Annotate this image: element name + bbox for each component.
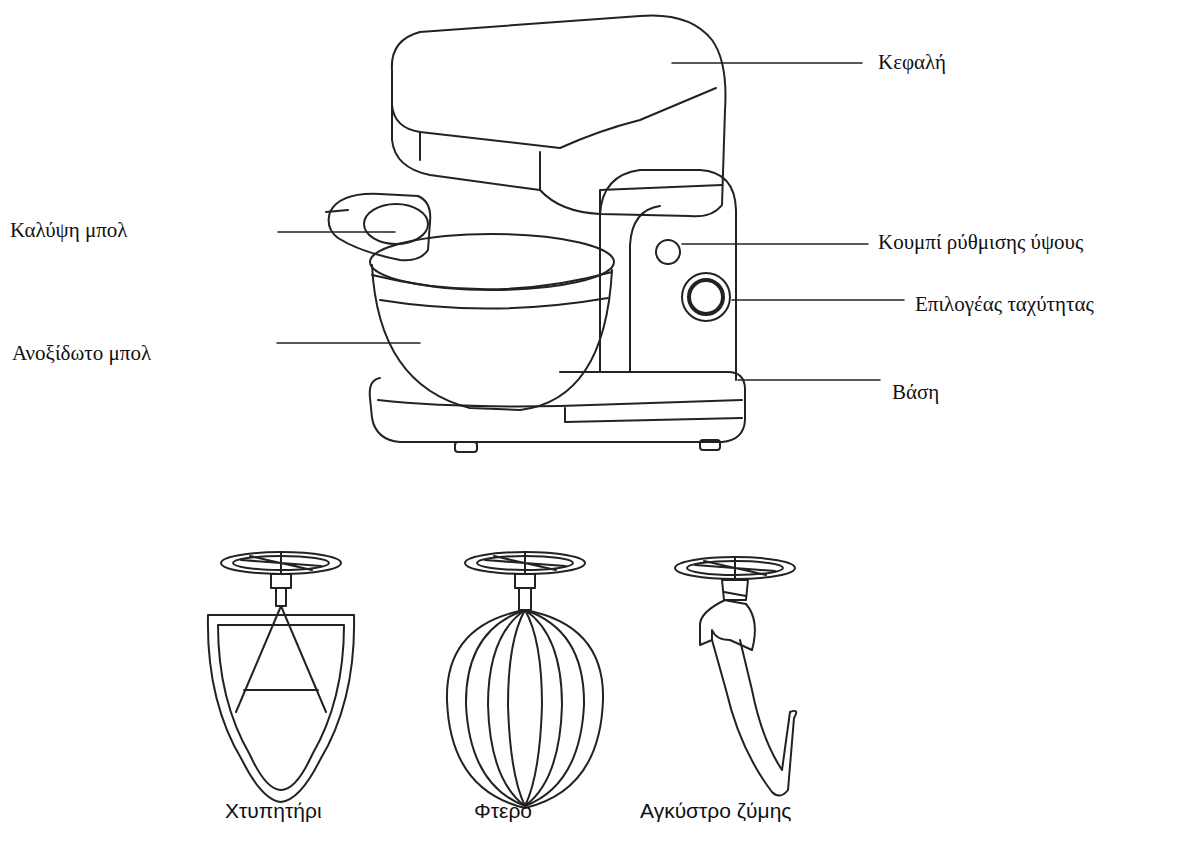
column: [600, 170, 736, 380]
base: [370, 372, 745, 452]
bowl-cover: [326, 194, 430, 260]
part-label: Ανοξίδωτο μπολ: [12, 341, 151, 366]
part-label: Καλύψη μπολ: [10, 218, 128, 243]
attachment-label: Αγκύστρο ζύμης: [640, 798, 791, 823]
dough-hook: [675, 557, 796, 796]
flat-beater: [208, 552, 354, 802]
part-label: Επιλογέας ταχύτητας: [915, 292, 1094, 317]
part-label: Κεφαλή: [878, 50, 946, 75]
head: [392, 16, 726, 217]
attachment-label: Φτερό: [474, 798, 532, 823]
part-label: Κουμπί ρύθμισης ύψους: [878, 230, 1083, 255]
whisk: [447, 552, 603, 808]
part-label: Βάση: [892, 380, 939, 405]
knobs: [656, 240, 730, 321]
attachment-label: Χτυπητήρι: [225, 798, 322, 823]
leader-lines: [277, 63, 904, 380]
